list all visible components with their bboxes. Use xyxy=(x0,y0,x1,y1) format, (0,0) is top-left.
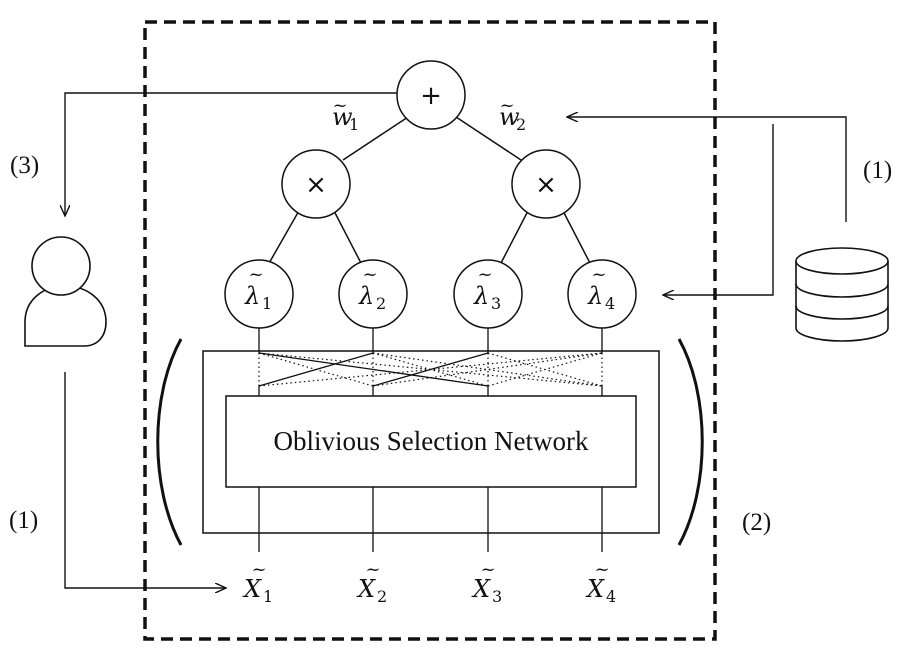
multiply-node-right: × xyxy=(511,149,581,219)
arrow-db-to-weights xyxy=(567,117,847,222)
svg-text:w: w xyxy=(332,103,353,131)
left-parenthesis xyxy=(156,338,183,546)
database-icon xyxy=(795,247,889,342)
arrow-db-to-lambdas xyxy=(663,124,774,295)
svg-text:2: 2 xyxy=(377,587,387,606)
svg-text:w: w xyxy=(499,103,520,131)
weight-label-2: ~ w 2 xyxy=(499,95,526,134)
svg-text:X: X xyxy=(585,575,605,603)
svg-text:~: ~ xyxy=(251,559,266,580)
svg-text:λ: λ xyxy=(358,282,374,310)
input-label-3: ~ X 3 xyxy=(471,559,502,606)
svg-text:~: ~ xyxy=(362,264,377,285)
svg-text:λ: λ xyxy=(473,282,489,310)
plus-symbol: + xyxy=(420,81,442,111)
input-label-1: ~ X 1 xyxy=(242,559,273,606)
input-wires xyxy=(258,487,603,552)
svg-text:~: ~ xyxy=(591,264,606,285)
svg-text:4: 4 xyxy=(606,587,616,606)
step-label-2: (2) xyxy=(742,509,771,536)
svg-text:~: ~ xyxy=(594,559,609,580)
svg-text:1: 1 xyxy=(349,115,359,134)
selection-dotted-wires xyxy=(258,352,603,387)
user-icon xyxy=(24,236,107,347)
input-label-2: ~ X 2 xyxy=(356,559,387,606)
selection-outer-box xyxy=(202,350,660,534)
times-symbol: × xyxy=(305,170,327,200)
svg-text:X: X xyxy=(356,575,376,603)
root-node: + xyxy=(396,60,466,130)
arrow-user-to-inputs xyxy=(64,372,226,588)
lambda-node-1: ~ λ 1 xyxy=(224,259,294,329)
network-label: Oblivious Selection Network xyxy=(274,426,589,456)
svg-text:3: 3 xyxy=(492,587,502,606)
svg-text:1: 1 xyxy=(262,294,272,313)
flow-arrows xyxy=(64,92,847,588)
lambda-node-2: ~ λ 2 xyxy=(338,259,408,329)
input-label-4: ~ X 4 xyxy=(585,559,616,606)
oblivious-selection-network-box xyxy=(225,395,637,488)
svg-text:~: ~ xyxy=(480,559,495,580)
lambda-node-4: ~ λ 4 xyxy=(567,259,637,329)
svg-text:~: ~ xyxy=(248,264,263,285)
step-label-1-bottom: (1) xyxy=(9,507,38,534)
svg-text:3: 3 xyxy=(491,294,501,313)
svg-text:λ: λ xyxy=(587,282,603,310)
step-label-1-top: (1) xyxy=(863,157,892,184)
lambda-node-3: ~ λ 3 xyxy=(453,259,523,329)
svg-text:X: X xyxy=(471,575,491,603)
selection-wires xyxy=(258,328,603,396)
svg-text:~: ~ xyxy=(365,559,380,580)
arrow-result-to-user xyxy=(65,92,397,216)
svg-text:1: 1 xyxy=(263,587,273,606)
weight-label-1: ~ w 1 xyxy=(332,95,359,134)
svg-text:2: 2 xyxy=(516,115,526,134)
step-label-3: (3) xyxy=(10,152,39,179)
svg-text:~: ~ xyxy=(332,95,347,116)
svg-text:λ: λ xyxy=(244,282,260,310)
dashed-boundary xyxy=(143,20,717,641)
svg-text:X: X xyxy=(242,575,262,603)
svg-text:4: 4 xyxy=(605,294,615,313)
svg-text:2: 2 xyxy=(376,294,386,313)
times-symbol: × xyxy=(535,170,557,200)
right-parenthesis xyxy=(677,338,704,546)
svg-text:~: ~ xyxy=(477,264,492,285)
multiply-node-left: × xyxy=(281,149,351,219)
svg-text:~: ~ xyxy=(499,95,514,116)
tree-edges xyxy=(267,116,592,266)
